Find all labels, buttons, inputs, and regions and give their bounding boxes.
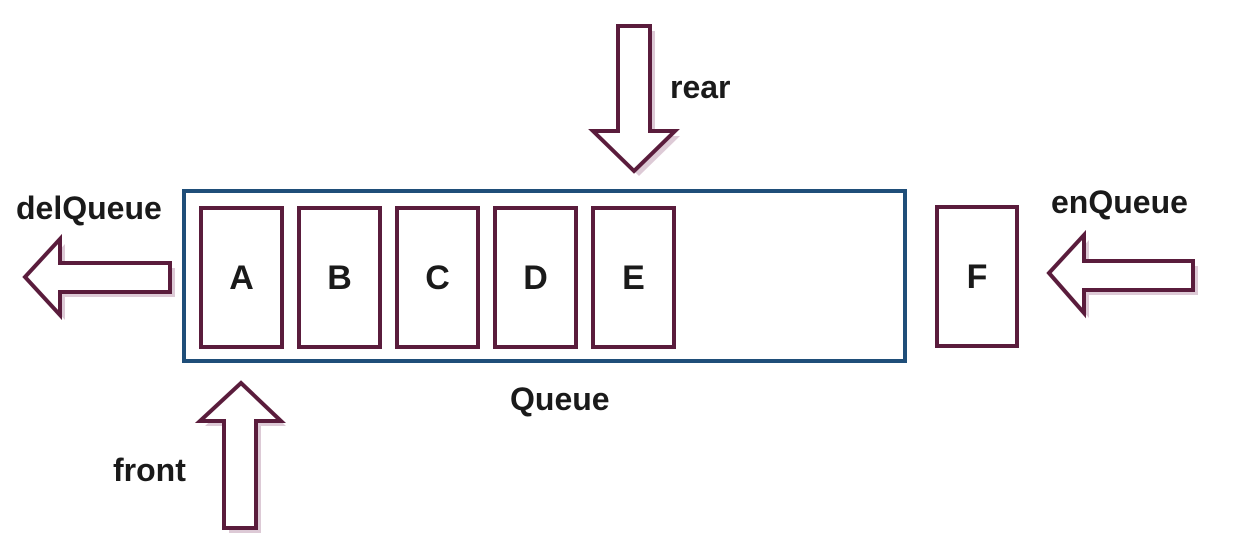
delqueue-arrow: [22, 233, 175, 321]
queue-cell-label: B: [327, 258, 352, 297]
incoming-cell: [935, 205, 1019, 348]
queue-cell-label: C: [425, 258, 450, 297]
queue-cell-label: A: [229, 258, 254, 297]
front-arrow: [194, 380, 287, 533]
enqueue-label: enQueue: [1051, 184, 1188, 220]
queue-cell-label: D: [523, 258, 548, 297]
queue-cell: [493, 206, 578, 349]
incoming-cell-label: F: [966, 258, 988, 296]
queue-cell: [591, 206, 676, 349]
queue-label: Queue: [510, 381, 610, 417]
enqueue-arrow: [1046, 229, 1198, 319]
rear-label: rear: [670, 69, 731, 105]
queue-cells: [199, 206, 676, 349]
rear-arrow: [588, 24, 680, 176]
queue-cell-label: E: [622, 258, 645, 297]
queue-cell: [297, 206, 382, 349]
queue-cell: [395, 206, 480, 349]
queue-cell: [199, 206, 284, 349]
delqueue-label: delQueue: [16, 190, 162, 226]
front-label: front: [113, 452, 186, 488]
